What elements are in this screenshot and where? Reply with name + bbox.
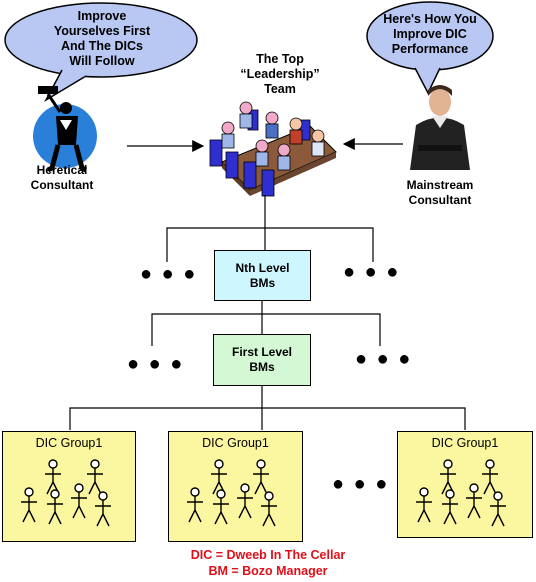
legend-bm: BM = Bozo Manager (208, 564, 328, 578)
left-bubble-line: Yourselves First (53, 24, 151, 38)
stick-figure (213, 489, 229, 525)
stick-figure (440, 459, 456, 495)
left-bubble-line: Will Follow (69, 54, 135, 68)
stick-figure (95, 491, 111, 527)
heretical-consultant-figure (33, 86, 97, 173)
leadership-team-table (209, 101, 337, 197)
first-level-line: First Level (231, 345, 293, 359)
stick-figure (187, 487, 203, 523)
stick-figure (47, 489, 63, 525)
consultant-label-line: Consultant (408, 193, 472, 207)
stick-figure (482, 459, 498, 495)
dic-group-box: DIC Group1 (397, 431, 533, 538)
org-tree-connectors (69, 195, 466, 430)
legend-dic: DIC = Dweeb In The Cellar (190, 548, 346, 562)
stick-figure (416, 487, 432, 523)
left-bubble-line: Improve (77, 9, 127, 23)
stick-figure (87, 459, 103, 495)
right-speech-bubble (366, 1, 494, 95)
nth-level-box: Nth Level BMs (214, 250, 311, 301)
consultant-label-line: Mainstream (406, 178, 474, 192)
stick-figures (187, 459, 277, 527)
team-label-line: The Top (256, 52, 304, 66)
nth-level-line: BMs (249, 275, 276, 290)
dic-group-label: DIC Group1 (202, 436, 269, 450)
nth-level-line: Nth Level (235, 260, 290, 275)
left-bubble-line: And The DICs (61, 39, 143, 53)
mainstream-consultant-label: Mainstream Consultant (390, 178, 490, 208)
stick-figures (416, 459, 506, 527)
stick-figure (237, 483, 253, 519)
top-team-label: The Top “Leadership” Team (235, 52, 325, 97)
ellipsis-left-first: ● ● ● (127, 353, 185, 375)
right-bubble-line: Improve DIC (393, 27, 467, 41)
stick-figure (490, 491, 506, 527)
mainstream-consultant-figure (410, 85, 470, 170)
team-label-line: “Leadership” (240, 67, 320, 81)
ellipsis-right-first: ● ● ● (355, 348, 413, 370)
right-bubble-line: Performance (391, 42, 469, 56)
stick-figure (21, 487, 37, 523)
stick-figure (442, 489, 458, 525)
first-level-box: First Level BMs (213, 334, 311, 386)
stick-figure (71, 483, 87, 519)
dic-group-label: DIC Group1 (35, 436, 103, 450)
stick-figure (466, 483, 482, 519)
ellipsis-left-nth: ● ● ● (140, 263, 198, 285)
stick-figure (211, 459, 227, 495)
consultant-label-line: Heretical (36, 163, 88, 177)
ellipsis-right-nth: ● ● ● (343, 261, 401, 283)
dic-group-box: DIC Group1 (2, 431, 136, 542)
stick-figure (261, 491, 277, 527)
stick-figures (21, 459, 111, 527)
dic-group-label: DIC Group1 (431, 436, 499, 450)
ellipsis-groups: ● ● ● (332, 473, 390, 495)
consultant-label-line: Consultant (30, 178, 94, 192)
team-label-line: Team (264, 82, 296, 96)
heretical-consultant-label: Heretical Consultant (12, 163, 112, 193)
left-bubble-text: Improve Yourselves First And The DICs Wi… (12, 9, 192, 69)
right-bubble-text: Here's How You Improve DIC Performance (368, 12, 492, 57)
stick-figure (45, 459, 61, 495)
right-bubble-line: Here's How You (383, 12, 477, 26)
stick-figure (253, 459, 269, 495)
first-level-line: BMs (249, 360, 275, 374)
dic-group-box: DIC Group1 (168, 431, 303, 542)
